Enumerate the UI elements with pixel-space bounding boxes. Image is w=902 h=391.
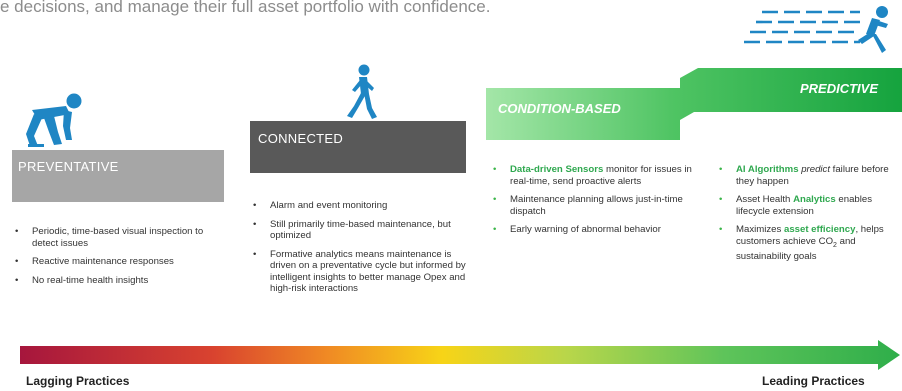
emphasis-text: predict	[801, 164, 831, 175]
list-item: AI Algorithms predict failure before the…	[716, 164, 902, 187]
list-item: Asset Health Analytics enables lifecycle…	[716, 194, 902, 217]
list-item: Maintenance planning allows just-in-time…	[490, 194, 698, 217]
list-item: Early warning of abnormal behavior	[490, 224, 698, 236]
preventative-bullets: Periodic, time-based visual inspection t…	[12, 226, 222, 293]
list-item-text: monitor for issues in real-time, send pr…	[510, 164, 692, 187]
list-item-text: and sustainability goals	[736, 235, 856, 262]
highlight-text: Analytics	[793, 194, 836, 205]
highlight-text: asset efficiency	[783, 224, 856, 235]
connected-bullets: Alarm and event monitoring Still primari…	[250, 200, 466, 302]
preventative-bar: PREVENTATIVE	[12, 150, 224, 202]
crouching-runner-icon	[26, 93, 82, 147]
connected-title: CONNECTED	[258, 131, 344, 146]
condition-based-title: CONDITION-BASED	[498, 101, 621, 116]
condition-predictive-band	[486, 68, 902, 140]
list-item: Maximizes asset efficiency, helps custom…	[716, 224, 902, 262]
walking-person-icon	[347, 64, 377, 119]
predictive-title: PREDICTIVE	[800, 81, 879, 96]
list-item: Reactive maintenance responses	[12, 256, 222, 268]
sprinting-person-icon	[744, 6, 888, 53]
list-item: Alarm and event monitoring	[250, 200, 466, 212]
highlight-text: AI Algorithms	[736, 164, 799, 175]
leading-practices-label: Leading Practices	[762, 374, 865, 388]
condition-based-bullets: Data-driven Sensors monitor for issues i…	[490, 164, 698, 243]
list-item: No real-time health insights	[12, 275, 222, 287]
list-item-text: Maximizes	[736, 224, 784, 235]
list-item: Data-driven Sensors monitor for issues i…	[490, 164, 698, 187]
list-item-text: Asset Health	[736, 194, 794, 205]
lagging-practices-label: Lagging Practices	[26, 374, 130, 388]
list-item: Periodic, time-based visual inspection t…	[12, 226, 222, 249]
list-item: Still primarily time-based maintenance, …	[250, 219, 466, 242]
preventative-title: PREVENTATIVE	[18, 159, 119, 174]
list-item-text: , helps customers achieve CO	[736, 224, 884, 247]
list-item-text: failure before they happen	[736, 164, 889, 187]
highlight-text: Data-driven Sensors	[510, 164, 604, 175]
intro-text: e decisions, and manage their full asset…	[0, 0, 491, 16]
connected-bar: CONNECTED	[250, 121, 466, 173]
list-item: Formative analytics means maintenance is…	[250, 249, 466, 295]
list-item-text: enables lifecycle extension	[736, 194, 873, 217]
subscript-text: 2	[833, 241, 837, 249]
predictive-bullets: AI Algorithms predict failure before the…	[716, 164, 902, 269]
maturity-gradient-arrow	[20, 340, 900, 370]
